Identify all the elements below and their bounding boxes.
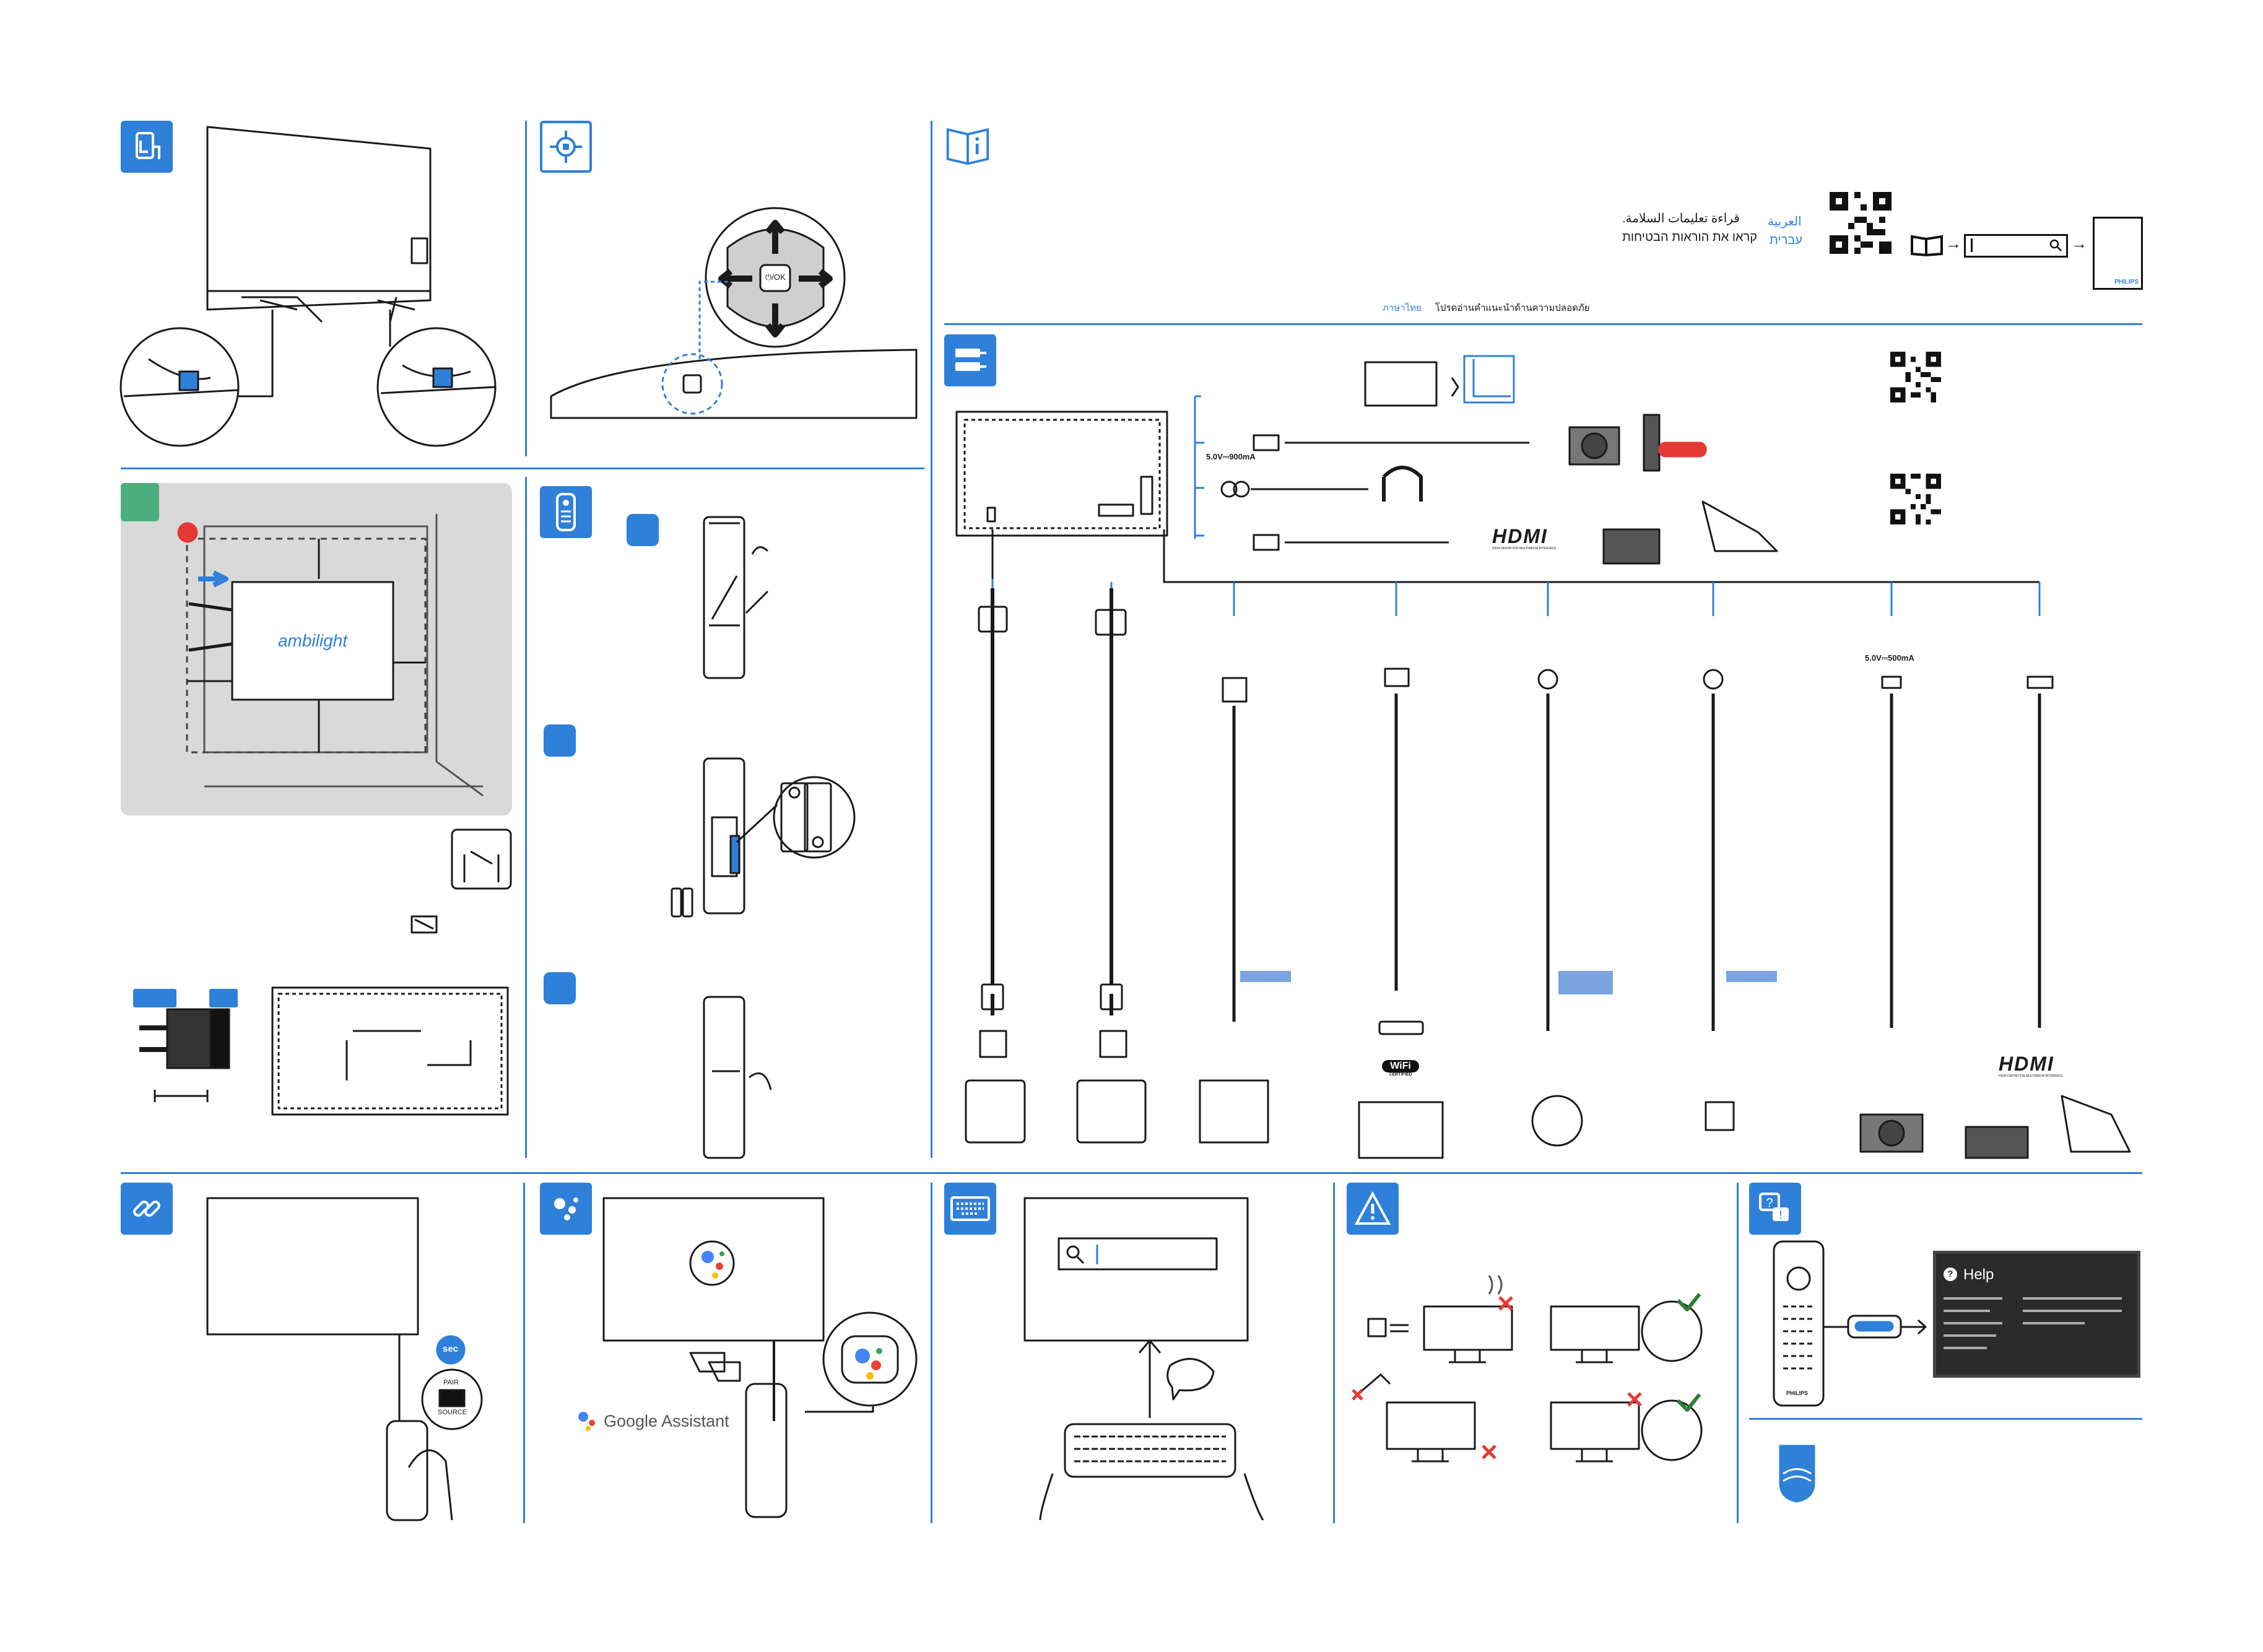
help-menu-item[interactable] xyxy=(1944,1310,1990,1312)
qr-code xyxy=(1890,352,1941,402)
divider xyxy=(944,323,2142,325)
step-badge-2 xyxy=(544,724,576,757)
cable-label-bar xyxy=(1240,971,1291,982)
bracket-label-tag xyxy=(133,989,176,1007)
usb-power-rating: 5.0V⎓900mA xyxy=(1206,452,1256,461)
wall-mount-badge xyxy=(121,483,159,521)
help-menu-item[interactable] xyxy=(1944,1334,1996,1337)
remote-icon xyxy=(540,486,592,538)
cable-label-bar xyxy=(1558,971,1613,994)
sec-timer-label: sec xyxy=(443,1344,459,1354)
help-screen: ? Help xyxy=(1933,1251,2140,1378)
arrow-right-icon: → xyxy=(2071,234,2087,253)
hdmi-logo: HDMI HIGH-DEFINITION MULTIMEDIA INTERFAC… xyxy=(1999,1053,2063,1078)
step-badge-1 xyxy=(627,514,659,546)
divider xyxy=(1749,1418,2142,1420)
search-icon xyxy=(2049,239,2062,251)
step-badge-3 xyxy=(544,972,576,1004)
google-assistant-label: Google Assistant xyxy=(604,1412,729,1430)
usb-power-rating: 5.0V⎓500mA xyxy=(1865,653,1914,663)
help-question-icon: ? xyxy=(1944,1267,1957,1281)
divider xyxy=(121,467,924,469)
philips-shield-logo xyxy=(1779,1445,1815,1503)
help-content-line xyxy=(2023,1297,2122,1300)
remote-battery-illustration xyxy=(671,516,856,1159)
svg-text:!: ! xyxy=(1779,1209,1782,1221)
ambilight-screen: ambilight xyxy=(235,585,390,697)
divider xyxy=(525,477,527,1158)
bracket-illustration xyxy=(139,986,509,1116)
pairing-link-icon xyxy=(121,1183,173,1235)
divider xyxy=(1737,1183,1739,1523)
help-content-line xyxy=(2023,1310,2122,1312)
joystick-ok-label: ⏻/OK xyxy=(765,272,786,282)
joystick-icon xyxy=(540,121,592,173)
philips-wordmark: PHILIPS xyxy=(2114,279,2139,285)
divider xyxy=(931,121,932,1158)
divider xyxy=(523,1183,525,1523)
manual-book-icon xyxy=(1910,234,1944,259)
svg-text:?: ? xyxy=(1766,1196,1773,1210)
tv-back-cable-illustration xyxy=(119,126,497,447)
safety-arabic-text: قراءة تعليمات السلامة. xyxy=(1622,212,1740,225)
divider xyxy=(525,121,527,456)
user-manual-cover: PHILIPS xyxy=(2093,217,2143,290)
ambilight-logo: ambilight xyxy=(277,631,348,650)
keyboard-illustration xyxy=(1023,1197,1264,1521)
philips-shield-wordmark: PHILIPS xyxy=(1782,1438,1804,1444)
qr-code xyxy=(1830,192,1892,254)
pairing-illustration xyxy=(206,1197,483,1521)
help-menu-item[interactable] xyxy=(1944,1297,2002,1300)
qr-code xyxy=(1890,474,1941,524)
manual-search-field[interactable] xyxy=(1964,234,2068,258)
connections-icon xyxy=(944,334,996,386)
source-label: SOURCE xyxy=(438,1409,467,1416)
pair-label: PAIR xyxy=(443,1379,459,1386)
cable-columns xyxy=(965,579,2131,1159)
lang-arabic[interactable]: العربية xyxy=(1768,215,1802,228)
lang-thai[interactable]: ภาษาไทย xyxy=(1383,303,1422,313)
help-content-line xyxy=(2023,1322,2085,1324)
cable-management-icon xyxy=(121,121,173,173)
help-menu-item[interactable] xyxy=(1944,1322,2002,1324)
tv-joystick-illustration xyxy=(550,207,918,419)
tv-back-connection-illustration xyxy=(955,355,2039,583)
safety-thai-text: โปรดอ่านคำแนะนำด้านความปลอดภัย xyxy=(1435,303,1590,313)
wifi-certified-logo: WiFi CERTIFIED xyxy=(1382,1060,1419,1077)
help-menu-item[interactable] xyxy=(1944,1347,1987,1349)
hdmi-logo: HDMI HIGH-DEFINITION MULTIMEDIA INTERFAC… xyxy=(1492,525,1557,550)
assistant-illustration xyxy=(578,1197,918,1518)
lang-hebrew[interactable]: עברית xyxy=(1770,233,1802,247)
cable-label-bar xyxy=(1726,971,1777,982)
help-illustration xyxy=(1773,1240,1927,1407)
divider xyxy=(121,1172,2142,1174)
help-title: Help xyxy=(1963,1266,1994,1283)
arrow-right-icon: → xyxy=(1945,234,1961,253)
bracket-label-tag xyxy=(209,989,238,1007)
google-assistant-icon xyxy=(540,1183,592,1235)
safety-hebrew-text: קראו את הוראות הבטיחות xyxy=(1622,230,1758,244)
help-question-icon: ?! xyxy=(1749,1183,1801,1235)
keyboard-icon xyxy=(944,1183,996,1235)
remote-philips-label: PHILIPS xyxy=(1786,1390,1809,1396)
divider xyxy=(931,1183,932,1523)
warning-illustration xyxy=(1352,1275,1703,1463)
warning-icon xyxy=(1347,1183,1399,1235)
divider xyxy=(1333,1183,1335,1523)
manual-info-icon xyxy=(944,121,991,168)
